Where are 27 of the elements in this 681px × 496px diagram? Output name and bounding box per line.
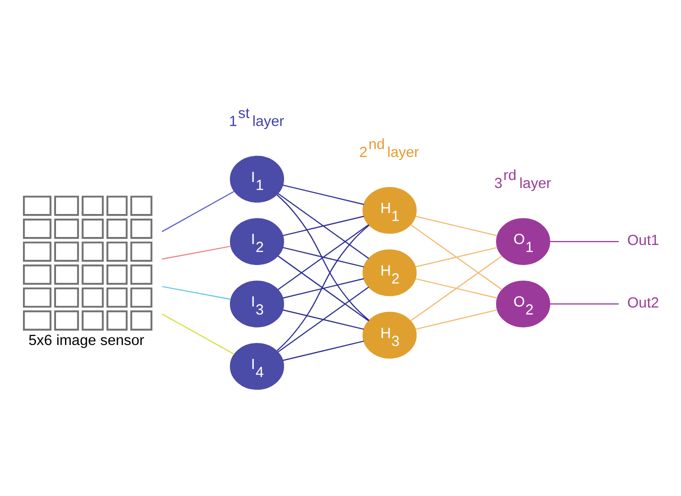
connector: [550, 303, 619, 305]
connector: [282, 184, 364, 205]
connector: [550, 241, 619, 242]
connector: [415, 309, 498, 330]
connector: [282, 309, 364, 330]
connector: [410, 255, 502, 322]
connector: [410, 224, 502, 290]
connector: [415, 216, 498, 236]
connector: [162, 314, 235, 355]
connector: [282, 216, 364, 236]
connector: [415, 246, 498, 268]
connector: [282, 278, 364, 299]
connector: [282, 246, 364, 268]
connector: [276, 194, 370, 321]
node-text: Out2: [627, 295, 660, 312]
connector: [282, 340, 364, 361]
connector: [162, 190, 235, 232]
node-label: 5x6 image sensor: [28, 333, 144, 350]
connector: [276, 224, 370, 352]
connector: [278, 256, 370, 322]
connector: [278, 224, 370, 290]
connector: [162, 286, 231, 300]
node-text: Out1: [627, 233, 660, 250]
connector: [278, 193, 370, 259]
connector: [278, 286, 370, 352]
connector: [162, 246, 231, 260]
connector: [415, 278, 498, 299]
